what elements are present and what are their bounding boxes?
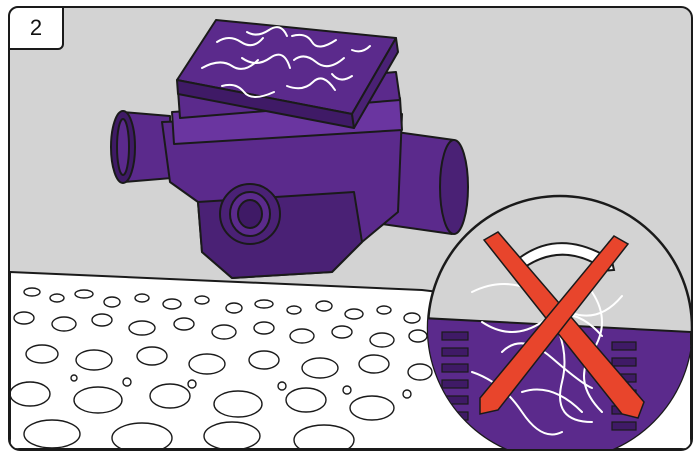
zoom-detail	[422, 196, 691, 449]
floor-drain-illustration	[111, 20, 468, 278]
step-number: 2	[30, 15, 42, 41]
step-number-badge: 2	[8, 6, 64, 50]
instruction-panel	[8, 6, 693, 451]
illustration-scene	[10, 8, 691, 449]
